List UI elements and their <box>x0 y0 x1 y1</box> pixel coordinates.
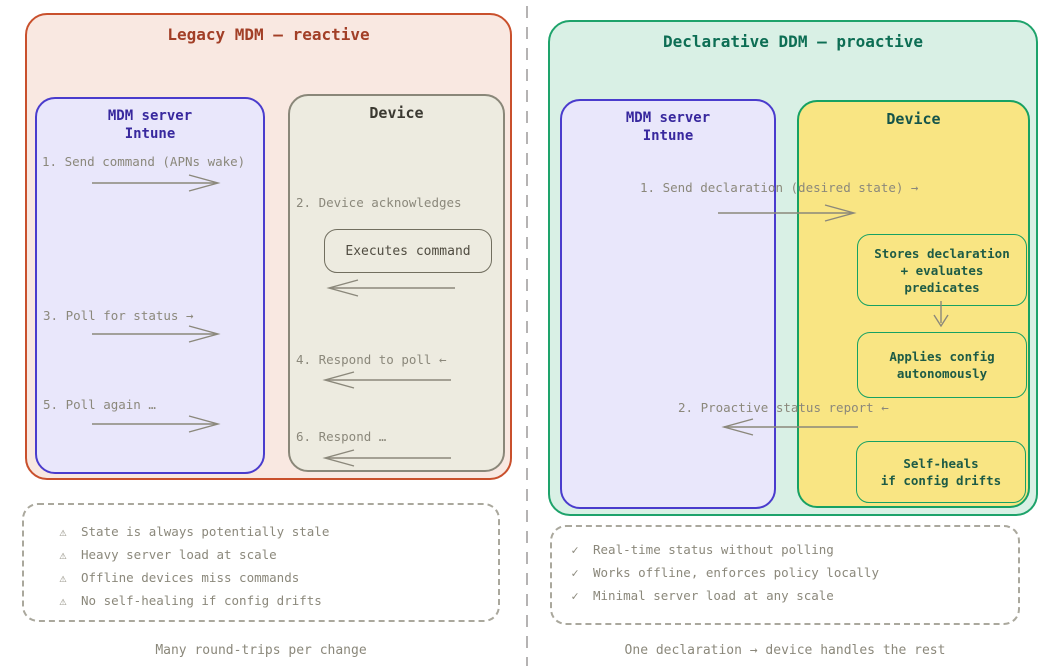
benefit-text: Works offline, enforces policy locally <box>593 565 879 580</box>
list-item: ✓ Real-time status without polling <box>568 538 1018 561</box>
arrow-right-icon <box>92 171 222 199</box>
legacy-step-2: 2. Device acknowledges <box>296 195 462 210</box>
arrow-right-icon <box>92 412 222 440</box>
applies-line-1: Applies config <box>889 349 995 364</box>
list-item: ⚠ Offline devices miss commands <box>56 566 498 589</box>
legacy-server-header: MDM server Intune <box>37 107 263 143</box>
arrow-left-icon <box>321 446 451 474</box>
ddm-step-1: 1. Send declaration (desired state) → <box>640 180 919 195</box>
arrow-left-icon <box>718 415 860 443</box>
legacy-server-title-line2: Intune <box>124 126 176 142</box>
arrow-right-icon <box>92 322 222 350</box>
ddm-server-title-line1: MDM server <box>625 110 711 126</box>
list-item: ⚠ No self-healing if config drifts <box>56 589 498 612</box>
check-icon: ✓ <box>571 588 579 603</box>
arrow-left-icon <box>321 368 451 396</box>
benefit-text: Real-time status without polling <box>593 542 834 557</box>
legacy-panel-title: Legacy MDM — reactive <box>167 25 370 44</box>
warning-text: No self-healing if config drifts <box>81 593 322 608</box>
stores-declaration-box: Stores declaration + evaluates predicate… <box>857 234 1027 306</box>
legacy-step-6: 6. Respond … <box>296 429 387 444</box>
declarative-ddm-panel: Declarative DDM — proactive MDM server I… <box>548 20 1038 516</box>
warning-icon: ⚠ <box>59 547 67 562</box>
executes-command-box: Executes command <box>324 229 492 273</box>
ddm-caption: One declaration → device handles the res… <box>624 643 946 658</box>
legacy-step-1: 1. Send command (APNs wake) <box>42 154 246 169</box>
list-item: ⚠ State is always potentially stale <box>56 520 498 543</box>
applies-line-2: autonomously <box>896 366 988 381</box>
heals-line-2: if config drifts <box>880 473 1002 488</box>
warning-icon: ⚠ <box>59 524 67 539</box>
legacy-server-title-line1: MDM server <box>107 108 193 124</box>
warning-text: Offline devices miss commands <box>81 570 300 585</box>
list-item: ⚠ Heavy server load at scale <box>56 543 498 566</box>
legacy-device-header: Device <box>369 104 424 122</box>
legacy-step-5: 5. Poll again … <box>43 397 156 412</box>
ddm-mdm-server-box: MDM server Intune <box>560 99 776 509</box>
executes-command-label: Executes command <box>345 243 471 259</box>
ddm-server-header: MDM server Intune <box>562 109 774 145</box>
legacy-step-4: 4. Respond to poll ← <box>296 352 447 367</box>
list-item: ✓ Minimal server load at any scale <box>568 584 1018 607</box>
warning-icon: ⚠ <box>59 570 67 585</box>
stores-line-3: predicates <box>904 279 980 295</box>
legacy-caption: Many round-trips per change <box>155 643 367 658</box>
ddm-panel-title: Declarative DDM — proactive <box>662 32 924 51</box>
warning-text: State is always potentially stale <box>81 524 330 539</box>
legacy-mdm-panel: Legacy MDM — reactive MDM server Intune … <box>25 13 512 480</box>
arrow-left-icon <box>325 276 455 304</box>
arrow-down-icon <box>930 301 952 333</box>
check-icon: ✓ <box>571 542 579 557</box>
heals-line-1: Self-heals <box>903 456 979 471</box>
ddm-device-box: Device Stores declaration + evaluates pr… <box>797 100 1030 508</box>
warning-icon: ⚠ <box>59 593 67 608</box>
self-heals-box: Self-heals if config drifts <box>856 441 1026 503</box>
benefit-text: Minimal server load at any scale <box>593 588 834 603</box>
legacy-drawbacks-box: ⚠ State is always potentially stale ⚠ He… <box>22 503 500 622</box>
legacy-device-box: Device Executes command <box>288 94 505 472</box>
divider-dashed-line <box>526 6 528 666</box>
ddm-benefits-box: ✓ Real-time status without polling ✓ Wor… <box>550 525 1020 625</box>
ddm-server-title-line2: Intune <box>642 128 694 144</box>
warning-text: Heavy server load at scale <box>81 547 277 562</box>
ddm-step-2: 2. Proactive status report ← <box>678 400 889 415</box>
ddm-device-header: Device <box>886 110 941 128</box>
legacy-step-3: 3. Poll for status → <box>43 308 194 323</box>
check-icon: ✓ <box>571 565 579 580</box>
stores-line-1: Stores declaration <box>874 245 1010 261</box>
applies-config-box: Applies config autonomously <box>857 332 1027 398</box>
arrow-right-icon <box>718 201 860 229</box>
legacy-mdm-server-box: MDM server Intune <box>35 97 265 474</box>
list-item: ✓ Works offline, enforces policy locally <box>568 561 1018 584</box>
stores-line-2: + evaluates <box>900 262 984 278</box>
